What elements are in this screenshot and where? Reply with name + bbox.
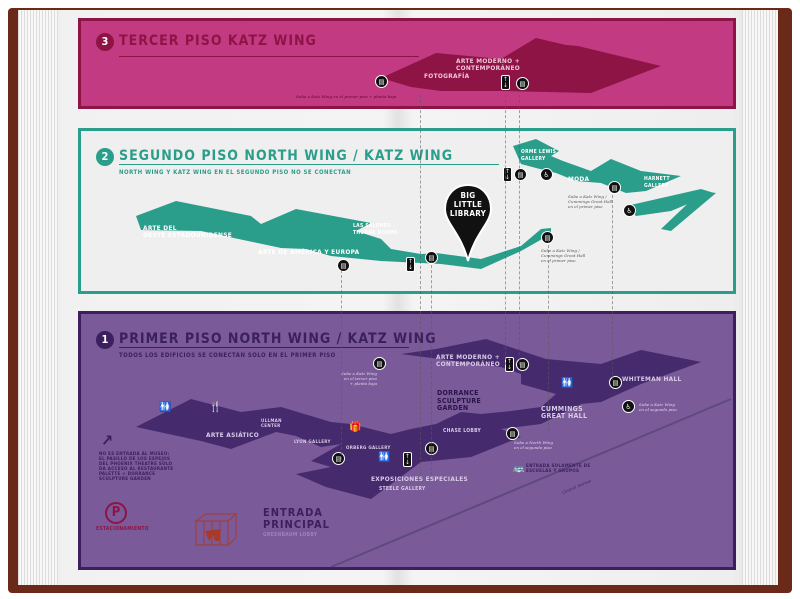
elevator-icon[interactable]: ↑↓ <box>503 167 512 182</box>
room-dorrance-garden: DORRANCE SCULPTURE GARDEN <box>437 389 482 412</box>
wheelchair-icon[interactable]: ♿ <box>623 204 636 217</box>
room-cummings-great-hall: CUMMINGS GREAT HALL <box>541 405 588 420</box>
elevator-icon[interactable]: ↑↓ <box>406 257 415 272</box>
floor-subtitle: TODOS LOS EDIFICIOS SE CONECTAN SOLO EN … <box>119 352 336 359</box>
room-harnett-gallery: HARNETT GALLERY <box>644 176 670 189</box>
room-orberg-gallery: ORBERG GALLERY <box>346 446 391 451</box>
room-lyon-gallery: LYON GALLERY <box>294 440 331 445</box>
gift-shop-icon: 🎁 <box>349 422 362 433</box>
connector-line <box>431 255 432 475</box>
stairs-note: Sube a Katz Wing / Cummings Great Hall e… <box>541 248 586 263</box>
parking-icon: P <box>105 502 127 524</box>
room-steele-gallery: STEELE GALLERY <box>379 486 426 492</box>
floor-2-panel: 2 SEGUNDO PISO NORTH WING / KATZ WING NO… <box>78 128 736 294</box>
floor-subtitle: NORTH WING Y KATZ WING EN EL SEGUNDO PIS… <box>119 169 352 176</box>
stairs-note: Sube a Katz Wing / Cummings Great Hall e… <box>568 194 613 209</box>
connector-line <box>519 95 520 365</box>
floor-title: TERCER PISO KATZ WING <box>119 33 317 49</box>
restroom-water-icon: 🚻 <box>561 378 574 389</box>
stairs-icon[interactable]: ▤ <box>337 259 350 272</box>
location-pin-icon[interactable] <box>443 183 493 263</box>
stairs-icon[interactable]: ▤ <box>609 376 622 389</box>
stairs-note: Sube a North Wing en el segundo piso <box>514 440 553 450</box>
room-thorne-rooms: LAS SALONES THORNE ROOMS <box>353 223 398 236</box>
title-rule <box>119 56 419 57</box>
stairs-icon[interactable]: ▤ <box>332 452 345 465</box>
room-arte-asiatico: ARTE ASIÁTICO <box>206 431 260 439</box>
floor-number-badge: 1 <box>96 331 114 349</box>
stairs-icon[interactable]: ▤ <box>506 427 519 440</box>
elevator-icon[interactable]: ↑↓ <box>501 75 510 90</box>
title-rule <box>119 347 409 348</box>
parking-label: ESTACIONAMIENTO <box>96 526 149 532</box>
elevator-icon[interactable]: ↑↓ <box>505 357 514 372</box>
arrow-northeast-icon: ↗ <box>101 431 114 450</box>
floor-number-badge: 3 <box>96 33 114 51</box>
stairs-icon[interactable]: ▤ <box>516 358 529 371</box>
wheelchair-icon[interactable]: ♿ <box>622 400 635 413</box>
room-arte-america-europa: ARTE DE AMÉRICA Y EUROPA <box>258 248 360 256</box>
bus-icon: 🚌 <box>513 464 525 474</box>
connector-line <box>505 95 506 365</box>
floor-3-map <box>381 38 661 93</box>
stairs-icon[interactable]: ▤ <box>608 181 621 194</box>
floor-3-panel: 3 TERCER PISO KATZ WING ARTE MODERNO + C… <box>78 18 736 109</box>
entrada-principal-label: ENTRADA PRINCIPAL <box>263 506 330 531</box>
greenbaum-lobby-label: GREENBAUM LOBBY <box>263 532 318 538</box>
stairs-note: Sube a Katz Wing en el tercer piso + pla… <box>341 371 377 386</box>
stairs-note: Sube a Katz Wing en el segundo piso <box>639 402 677 412</box>
connector-line <box>612 195 613 380</box>
room-moda: MODA <box>568 175 590 183</box>
room-arte-moderno: ARTE MODERNO + CONTEMPORÁNEO <box>436 353 501 368</box>
stairs-icon[interactable]: ▤ <box>541 231 554 244</box>
floor-title: SEGUNDO PISO NORTH WING / KATZ WING <box>119 148 454 164</box>
floor-1-map <box>136 339 732 567</box>
restaurant-icon: 🍴 <box>209 402 222 413</box>
floor-title: PRIMER PISO NORTH WING / KATZ WING <box>119 331 437 347</box>
connector-line <box>548 240 549 430</box>
stairs-icon[interactable]: ▤ <box>514 168 527 181</box>
room-chase-lobby: CHASE LOBBY <box>443 428 482 434</box>
stairs-icon[interactable]: ▤ <box>375 75 388 88</box>
room-ullman-center: ULLMAN CENTER <box>261 419 282 429</box>
no-entry-note: NO ES ENTRADA AL MUSEO: EL PASILLO DE LO… <box>99 452 174 482</box>
room-orme-lewis-gallery: ORME LEWIS GALLERY <box>521 149 557 162</box>
floor-number-badge: 2 <box>96 148 114 166</box>
room-arte-del-oeste: ARTE DEL OESTE ESTADOUNIDENSE <box>143 224 233 239</box>
room-arte-moderno: ARTE MODERNO + CONTEMPORÁNEO <box>456 57 521 72</box>
room-whiteman-hall: WHITEMAN HALL <box>622 375 682 383</box>
floor-1-panel: 1 PRIMER PISO NORTH WING / KATZ WING TOD… <box>78 311 736 570</box>
elevator-icon[interactable]: ↑↓ <box>403 452 412 467</box>
groups-entrance-note: ENTRADA SOLAMENTE DE ESCUELAS Y GRUPOS <box>526 464 591 474</box>
pin-label-big-little-library: BIG LITTLE LIBRARY <box>449 191 487 218</box>
page-edges-right <box>742 10 778 585</box>
stairs-note: Sube a Katz Wing en el primer piso + pla… <box>296 94 397 99</box>
room-fotografia: FOTOGRAFÍA <box>424 72 470 80</box>
sculpture-cage-icon <box>194 513 238 546</box>
page-edges-left <box>18 10 58 585</box>
room-exposiciones-especiales: EXPOSICIONES ESPECIALES <box>371 475 469 483</box>
connector-line <box>341 270 342 460</box>
restroom-icon: 🚻 <box>159 402 172 413</box>
stairs-icon[interactable]: ▤ <box>516 77 529 90</box>
restroom-water-icon: 🚻 <box>378 452 391 463</box>
stairs-icon[interactable]: ▤ <box>373 357 386 370</box>
floor-2-map <box>136 139 716 269</box>
title-rule <box>119 164 499 165</box>
connector-line <box>420 95 421 475</box>
wheelchair-icon[interactable]: ♿ <box>540 168 553 181</box>
